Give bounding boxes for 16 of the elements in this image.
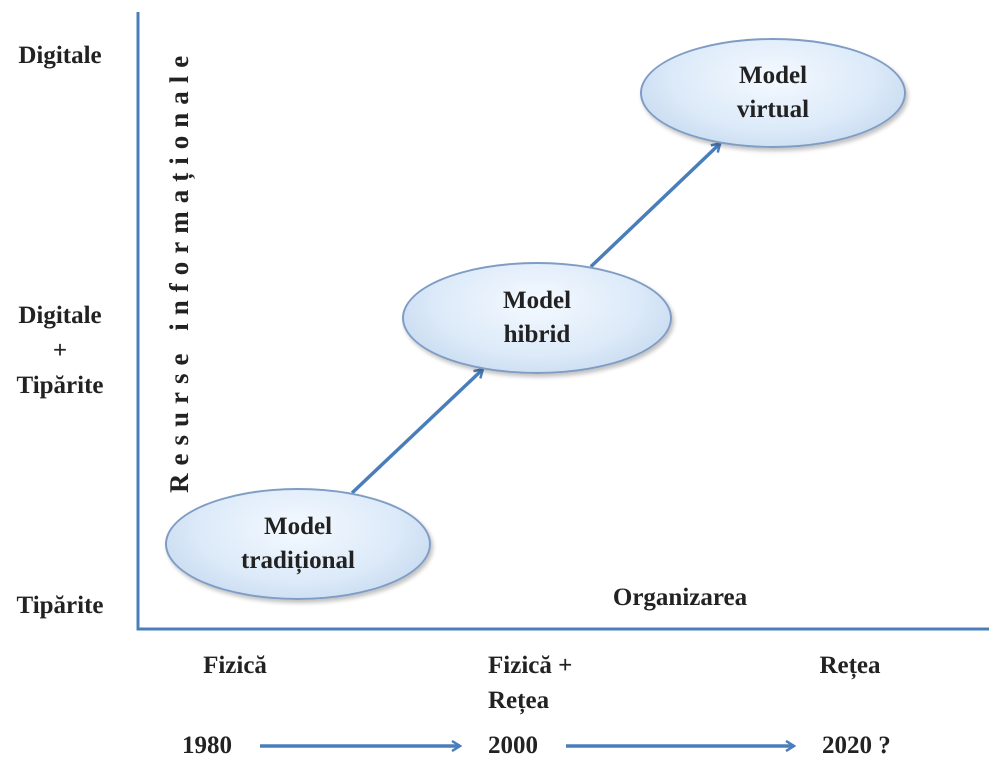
arrow: [590, 142, 722, 268]
axis-tick-label: Fizică: [202, 651, 268, 681]
axis-tick-label: Rețea: [818, 651, 882, 682]
axis-tick-label: Digitale: [17, 41, 103, 71]
axis-tick-label: Digitale + Tipărite: [15, 301, 105, 401]
axis-title: Organizarea: [612, 583, 748, 613]
model-ellipse: Model virtual: [640, 38, 906, 148]
arrow: [260, 740, 462, 752]
model-ellipse: Model hibrid: [402, 262, 672, 374]
arrow: [566, 740, 796, 752]
year-label: 2000: [488, 728, 538, 762]
arrow: [350, 368, 484, 494]
year-label: 1980: [182, 728, 232, 762]
axis-tick-label: Tipărite: [15, 591, 105, 621]
year-label: 2020 ?: [822, 728, 891, 762]
axis-tick-label: Fizică + Rețea: [488, 651, 574, 716]
